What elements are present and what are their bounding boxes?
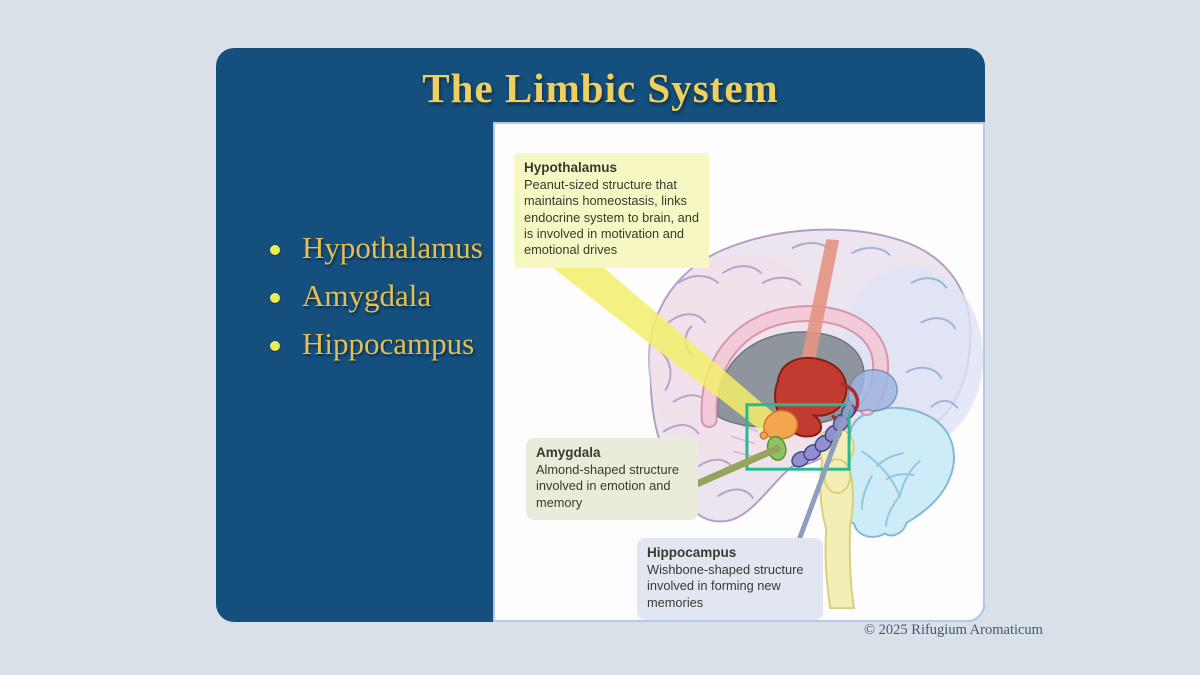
callout-title: Hypothalamus: [524, 160, 618, 175]
hippocampus-pointer-line: [797, 400, 853, 542]
brain-illustration: [551, 228, 983, 610]
diagram-panel: Hypothalamus Peanut-sized structure that…: [493, 122, 985, 622]
callout-body: Peanut-sized structure that maintains ho…: [524, 176, 699, 258]
bullet-item: Amygdala: [264, 272, 483, 320]
bullet-label: Hippocampus: [302, 326, 475, 361]
bullet-label: Amygdala: [302, 278, 432, 313]
slide-title: The Limbic System: [422, 65, 779, 111]
bullet-list: Hypothalamus Amygdala Hippocampus: [264, 224, 483, 368]
bullet-dot-icon: [270, 245, 280, 255]
limbic-highlight-box: [745, 403, 851, 471]
callout-title: Hippocampus: [647, 545, 737, 560]
slide: The Limbic System Hypothalamus Amygdala …: [216, 48, 985, 622]
bullet-item: Hypothalamus: [264, 224, 483, 272]
bullet-dot-icon: [270, 341, 280, 351]
callout-title: Amygdala: [536, 445, 601, 460]
callout-hippocampus: Hippocampus Wishbone-shaped structure in…: [637, 538, 823, 620]
copyright-text: © 2025 Rifugium Aromaticum: [864, 622, 1043, 638]
callout-hypothalamus: Hypothalamus Peanut-sized structure that…: [514, 153, 709, 268]
pituitary-dot: [759, 431, 769, 440]
bullet-dot-icon: [270, 293, 280, 303]
callout-body: Almond-shaped structure involved in emot…: [536, 461, 679, 510]
cerebellum-veins: [861, 450, 921, 527]
callout-amygdala: Amygdala Almond-shaped structure involve…: [526, 438, 698, 520]
crus-fan-shape: [847, 369, 898, 412]
thalamus-pointer-beam: [797, 239, 840, 384]
bullet-item: Hippocampus: [264, 320, 483, 368]
hypothalamus-pointer-beam: [551, 262, 784, 435]
bullet-label: Hypothalamus: [302, 230, 483, 265]
cerebellum-shape: [842, 406, 955, 538]
callout-body: Wishbone-shaped structure involved in fo…: [647, 561, 804, 610]
amygdala-pointer-line: [690, 444, 782, 489]
